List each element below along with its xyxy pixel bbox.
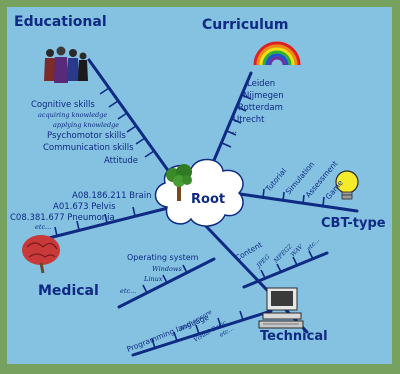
lightbulb-icon — [335, 170, 359, 200]
root-node: Root — [154, 158, 244, 227]
computer-icon — [258, 287, 304, 329]
tick — [132, 206, 136, 217]
content-ticks — [260, 250, 314, 279]
os-item: Windows — [152, 265, 182, 273]
tick — [308, 250, 314, 260]
tick — [108, 100, 119, 108]
tick — [162, 274, 168, 284]
tick — [241, 94, 252, 100]
curriculum-item: Utrecht — [233, 115, 265, 125]
curriculum-item: ... — [229, 126, 237, 136]
os-item: etc... — [120, 287, 136, 295]
tick — [302, 194, 305, 205]
educational-item: Attitude — [104, 156, 138, 166]
operating-system-ticks — [142, 264, 188, 294]
mind-map-panel: Root Educational Cognitive skills acquir… — [7, 7, 392, 364]
curriculum-ticks — [221, 94, 252, 148]
medical-item: etc... — [35, 223, 51, 231]
medical-ticks — [54, 206, 136, 237]
curriculum-branch — [210, 71, 253, 167]
tick — [126, 125, 137, 133]
curriculum-title: Curriculum — [202, 17, 288, 33]
os-item: Linux — [143, 275, 163, 283]
tick — [99, 87, 110, 95]
tick — [260, 269, 266, 279]
educational-item: Cognitive skills — [31, 100, 95, 110]
mind-map-diagram: Root Educational Cognitive skills acquir… — [10, 14, 386, 357]
tick — [276, 263, 282, 273]
educational-branch — [87, 58, 179, 185]
tick — [104, 213, 108, 224]
tree-icon — [166, 164, 192, 201]
tick — [226, 130, 237, 136]
tick — [236, 106, 247, 112]
tick — [231, 118, 242, 124]
tick — [282, 191, 285, 202]
people-icon — [44, 46, 88, 83]
tick — [76, 220, 80, 231]
medical-title: Medical — [38, 283, 99, 299]
tick — [144, 150, 155, 158]
root-label: Root — [191, 192, 225, 207]
medical-item: C08.381.677 Pneumonia — [10, 213, 115, 223]
educational-item: Psychomotor skills — [47, 131, 126, 141]
content-item: etc... — [305, 237, 321, 253]
medical-item: A08.186.211 Brain — [72, 191, 151, 201]
tick — [292, 256, 298, 266]
os-label: Operating system — [127, 253, 199, 262]
content-branch — [242, 251, 329, 289]
tick — [142, 284, 148, 294]
tick — [195, 324, 200, 335]
programming-branch — [131, 309, 273, 357]
tick — [151, 338, 156, 349]
tick — [135, 137, 146, 145]
brain-icon — [22, 235, 60, 274]
tick — [182, 264, 188, 274]
tick — [117, 112, 128, 120]
cbt-branch — [231, 191, 359, 213]
rainbow-icon — [253, 41, 301, 66]
educational-item: Communication skills — [43, 143, 134, 153]
technical-title: Technical — [260, 329, 328, 344]
medical-item: A01.673 Pelvis — [53, 202, 116, 212]
cbt-title: CBT-type — [321, 216, 386, 231]
tick — [221, 142, 232, 148]
tick — [217, 317, 222, 328]
tick — [54, 226, 58, 237]
educational-ticks — [99, 87, 155, 158]
medical-branch — [35, 205, 174, 243]
tick — [262, 188, 265, 199]
curriculum-item: Rotterdam — [238, 103, 283, 113]
tick — [173, 331, 178, 342]
programming-ticks — [151, 310, 244, 349]
educational-subitem: acquiring knowledge — [38, 111, 107, 119]
educational-subitem: applying knowledge — [53, 121, 119, 129]
tick — [239, 310, 244, 321]
curriculum-item: Nijmegen — [243, 91, 284, 101]
educational-title: Educational — [14, 14, 107, 30]
content-item: JPEG — [254, 253, 272, 271]
cbt-ticks — [262, 188, 325, 207]
curriculum-item: Leiden — [247, 79, 275, 89]
tick — [322, 196, 325, 207]
content-item: WAV — [289, 243, 304, 258]
